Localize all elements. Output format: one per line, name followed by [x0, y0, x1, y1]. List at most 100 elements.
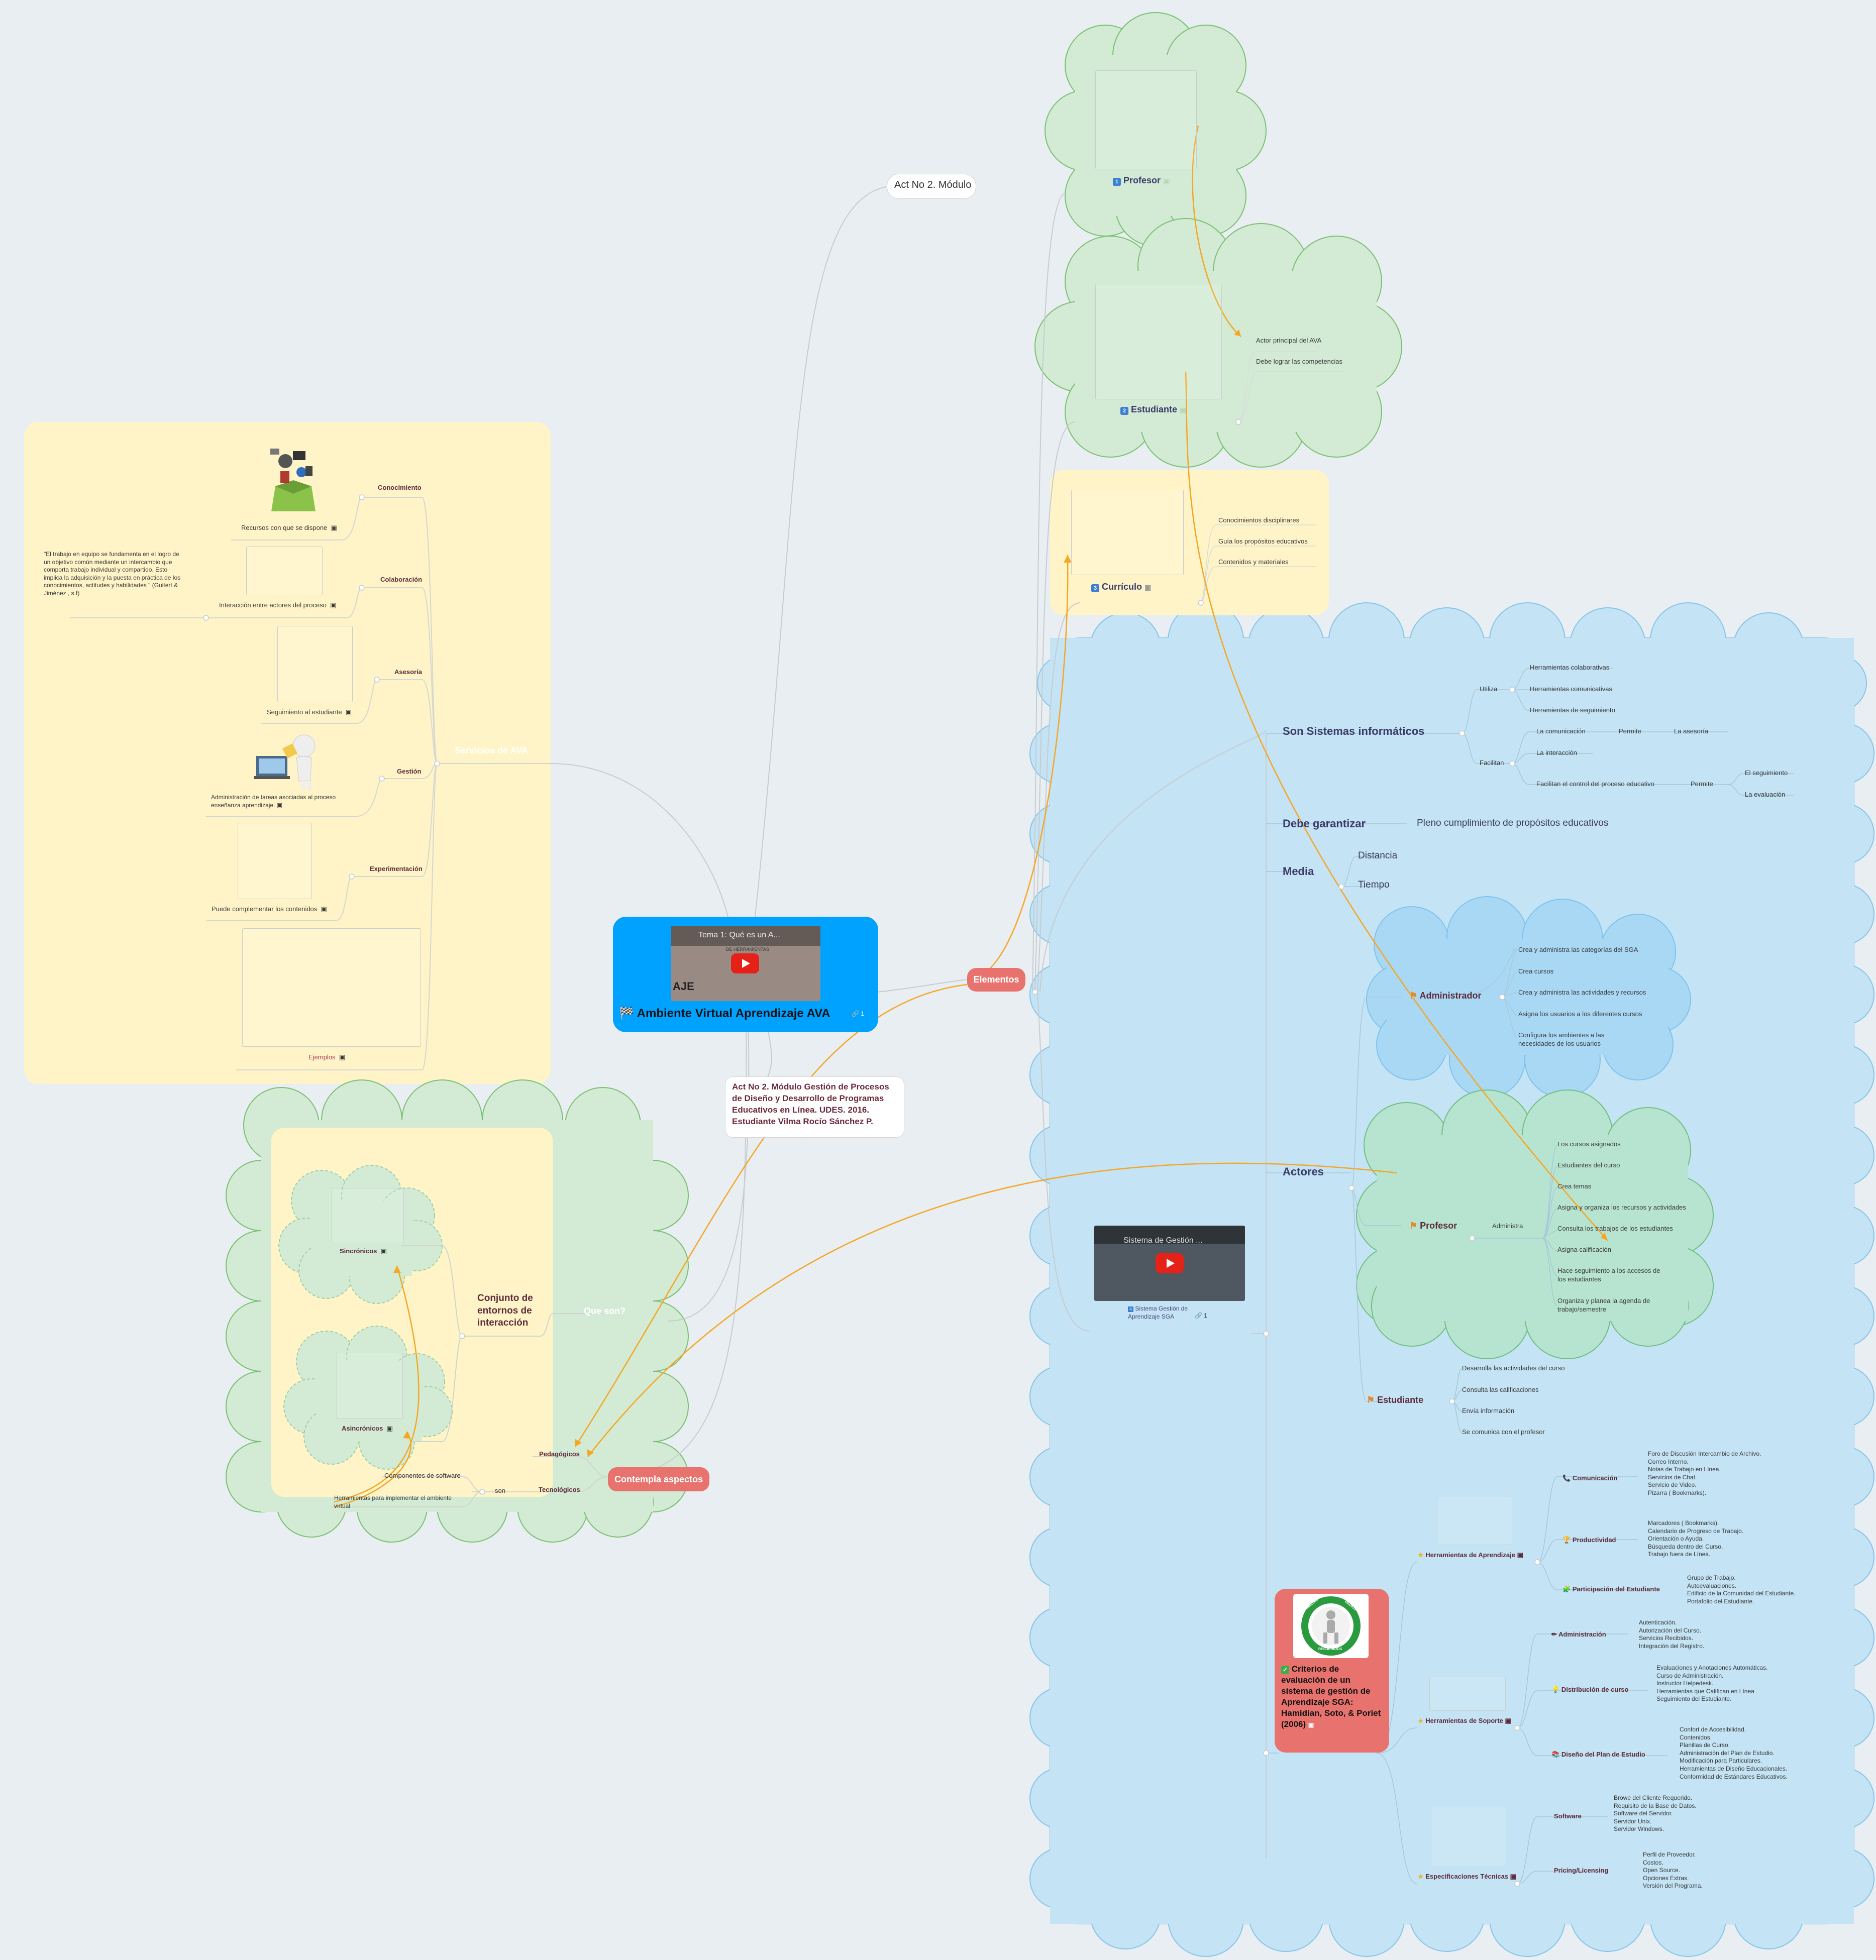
especificaciones-label[interactable]: ★ Especificaciones Técnicas ▣ — [1418, 1873, 1516, 1880]
asincronicos-label[interactable]: Asincrónicos ▣ — [342, 1425, 393, 1432]
interaccion-item[interactable]: La interacción — [1536, 749, 1577, 756]
productividad-label[interactable]: 🏆 Productividad — [1562, 1536, 1616, 1544]
comunicacion-items[interactable]: Foro de Discusión Intercambio de Archivo… — [1648, 1450, 1761, 1496]
admin-item-2[interactable]: Crea cursos — [1518, 967, 1554, 975]
evaluacion-item[interactable]: La evaluación — [1745, 791, 1786, 798]
permite-label-1[interactable]: Permite — [1619, 727, 1641, 735]
prof-item-5[interactable]: Consulta los trabajos de los estudiantes — [1557, 1225, 1673, 1232]
profesor-actor-label[interactable]: ⚑ Profesor — [1409, 1221, 1457, 1231]
central-link-count[interactable]: 🔗 1 — [852, 1010, 864, 1017]
recursos-label[interactable]: Recursos con que se dispone ▣ — [241, 524, 337, 531]
prof-item-8[interactable]: Organiza y planea la agenda de trabajo/s… — [1557, 1297, 1650, 1313]
gestion-label[interactable]: Gestión — [397, 768, 422, 775]
admin-item-4[interactable]: Asigna los usuarios a los diferentes cur… — [1518, 1010, 1642, 1018]
pedagogicos-label[interactable]: Pedagógicos — [539, 1450, 580, 1458]
curriculo-detail-3[interactable]: Contenidos y materiales — [1218, 558, 1289, 566]
elementos-pill[interactable]: Elementos — [967, 968, 1025, 992]
admin-item-5[interactable]: Configura los ambientes a las necesidade… — [1518, 1031, 1605, 1047]
software-label[interactable]: Software — [1554, 1812, 1582, 1820]
est-item-2[interactable]: Consulta las calificaciones — [1462, 1386, 1539, 1393]
complementar-label[interactable]: Puede complementar los contenidos ▣ — [212, 905, 327, 913]
comunicacion-item[interactable]: La comunicación — [1536, 727, 1586, 735]
prof-item-1[interactable]: Los cursos asignados — [1557, 1140, 1621, 1148]
est-item-4[interactable]: Se comunica con el profesor — [1462, 1428, 1545, 1436]
estudiante-top-label[interactable]: 2 Estudiante ▣ — [1120, 404, 1186, 415]
facilitan-label[interactable]: Facilitan — [1480, 759, 1504, 767]
estudiante-actor-label[interactable]: ⚑ Estudiante — [1367, 1395, 1424, 1405]
media-tiempo[interactable]: Tiempo — [1358, 880, 1390, 890]
media-distancia[interactable]: Distancia — [1358, 850, 1398, 861]
admin-item-1[interactable]: Crea y administra las categorías del SGA — [1518, 946, 1638, 953]
son-label[interactable]: son — [495, 1487, 505, 1494]
est-item-1[interactable]: Desarrolla las actividades del curso — [1462, 1364, 1565, 1372]
utiliza-item-3[interactable]: Herramientas de seguimiento — [1530, 706, 1615, 714]
pricing-items[interactable]: Perfil de Proveedor. Costos. Open Source… — [1643, 1851, 1703, 1890]
sistemas-heading[interactable]: Son Sistemas informáticos — [1283, 725, 1425, 737]
sga-caption[interactable]: 4 Sistema Gestión de Aprendizaje SGA — [1128, 1305, 1188, 1320]
sincronicos-label[interactable]: Sincrónicos ▣ — [340, 1247, 387, 1255]
conjunto-label[interactable]: Conjunto de entornos de interacción — [477, 1293, 533, 1329]
pricing-label[interactable]: Pricing/Licensing — [1554, 1867, 1609, 1874]
curriculo-label[interactable]: 3 Currículo ▣ — [1091, 582, 1151, 592]
prof-item-2[interactable]: Estudiantes del curso — [1557, 1161, 1620, 1169]
que-son-label[interactable]: Que son? — [584, 1306, 626, 1316]
curriculo-detail-1[interactable]: Conocimientos disciplinares — [1218, 516, 1300, 524]
prof-item-4[interactable]: Asigna y organiza los recursos y activid… — [1557, 1204, 1686, 1211]
distribucion-items[interactable]: Evaluaciones y Anotaciones Automáticas. … — [1656, 1664, 1768, 1703]
media-heading[interactable]: Media — [1283, 865, 1314, 878]
garantizar-heading[interactable]: Debe garantizar — [1283, 817, 1366, 830]
productividad-items[interactable]: Marcadores ( Bookmarks). Calendario de P… — [1648, 1519, 1744, 1558]
garantizar-value[interactable]: Pleno cumplimiento de propósitos educati… — [1417, 818, 1609, 828]
participacion-label[interactable]: 🧩 Participación del Estudiante — [1562, 1585, 1660, 1593]
diseno-label[interactable]: 📚 Diseño del Plan de Estudio — [1551, 1751, 1645, 1758]
administracion-items[interactable]: Autenticación. Autorización del Curso. S… — [1639, 1619, 1705, 1650]
colaboracion-quote[interactable]: "El trabajo en equipo se fundamenta en e… — [44, 551, 181, 597]
sga-link-count[interactable]: 🔗 1 — [1195, 1312, 1207, 1319]
permite-label-2[interactable]: Permite — [1691, 780, 1713, 788]
prof-item-7[interactable]: Hace seguimiento a los accesos de los es… — [1557, 1267, 1660, 1283]
prof-item-6[interactable]: Asigna calificación — [1557, 1246, 1611, 1253]
seguimiento-item[interactable]: El seguimiento — [1745, 769, 1788, 777]
sga-video-thumbnail[interactable]: Sistema de Gestión ... — [1094, 1226, 1245, 1301]
comunicacion-label[interactable]: 📞 Comunicación — [1562, 1474, 1618, 1482]
prof-item-3[interactable]: Crea temas — [1557, 1182, 1592, 1190]
aprendizaje-label[interactable]: ★ Herramientas de Aprendizaje ▣ — [1418, 1551, 1523, 1559]
interaccion-label[interactable]: Interacción entre actores del proceso ▣ — [219, 601, 337, 609]
participacion-items[interactable]: Grupo de Trabajo. Autoevaluaciones. Edif… — [1687, 1574, 1796, 1605]
top-label-node[interactable] — [887, 174, 976, 199]
asesoria-label[interactable]: Asesoría — [394, 668, 422, 676]
administrador-label[interactable]: ⚑ Administrador — [1409, 991, 1482, 1001]
conocimiento-label[interactable]: Conocimiento — [378, 484, 422, 491]
estudiante-detail-1[interactable]: Actor principal del AVA — [1256, 337, 1322, 344]
estudiante-detail-2[interactable]: Debe lograr las competencias — [1256, 358, 1342, 365]
author-note-node[interactable] — [725, 1076, 904, 1138]
componentes-label[interactable]: Componentes de software — [384, 1472, 461, 1479]
administracion-label[interactable]: ✏ Administración — [1551, 1630, 1606, 1638]
diseno-items[interactable]: Confort de Accesibilidad. Contenidos. Pl… — [1680, 1726, 1788, 1780]
central-title[interactable]: 🏁 Ambiente Virtual Aprendizaje AVA — [619, 1007, 830, 1020]
ejemplos-label[interactable]: Ejemplos ▣ — [308, 1053, 345, 1061]
central-video-thumbnail[interactable]: Tema 1: Qué es un A... DE HERRAMIENTAS A… — [671, 926, 820, 1001]
utiliza-label[interactable]: Utiliza — [1480, 685, 1498, 693]
experimentacion-label[interactable]: Experimentación — [370, 865, 423, 873]
criterios-title[interactable]: ✓ Criterios de evaluación de un sistema … — [1281, 1664, 1381, 1729]
herramientas-label[interactable]: Herramientas para implementar el ambient… — [334, 1494, 452, 1509]
soporte-label[interactable]: ★ Herramientas de Soporte ▣ — [1418, 1717, 1511, 1724]
utiliza-item-1[interactable]: Herramientas colaborativas — [1530, 664, 1610, 671]
curriculo-detail-2[interactable]: Guía los propósitos educativos — [1218, 537, 1308, 545]
seguimiento-label[interactable]: Seguimiento al estudiante ▣ — [267, 708, 352, 716]
youtube-play-icon[interactable] — [731, 953, 759, 973]
asesoria-item[interactable]: La asesoría — [1674, 727, 1708, 735]
administra-label[interactable]: Administra — [1492, 1222, 1523, 1230]
utiliza-item-2[interactable]: Herramientas comunicativas — [1530, 685, 1613, 693]
aspectos-pill[interactable]: Contempla aspectos — [608, 1467, 709, 1491]
admin-item-3[interactable]: Crea y administra las actividades y recu… — [1518, 989, 1646, 996]
control-item[interactable]: Facilitan el control del proceso educati… — [1536, 780, 1654, 788]
distribucion-label[interactable]: 💡 Distribución de curso — [1551, 1686, 1629, 1693]
servicios-heading[interactable]: Servicios de AVA — [455, 745, 528, 755]
youtube-play-icon[interactable] — [1156, 1253, 1184, 1273]
actores-heading[interactable]: Actores — [1283, 1165, 1324, 1178]
profesor-top-label[interactable]: 1 Profesor ▣ — [1113, 175, 1170, 186]
gestion-label-text[interactable]: Administración de tareas asociadas al pr… — [211, 794, 336, 809]
colaboracion-label[interactable]: Colaboración — [380, 576, 423, 583]
